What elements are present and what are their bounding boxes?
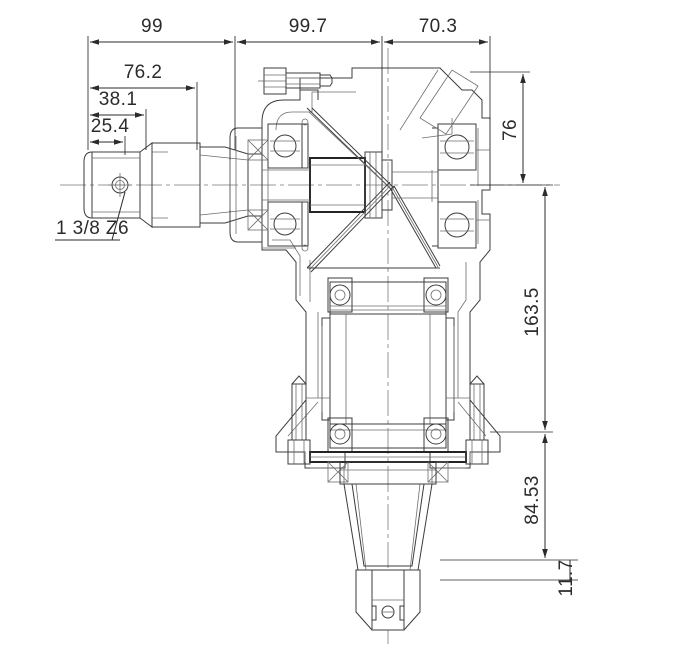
input-shaft xyxy=(83,142,263,228)
spline-callout: 1 3/8 Z6 xyxy=(55,191,129,241)
dimension-stack-left: 76.2 38.1 25.4 xyxy=(90,62,198,155)
breather-plug xyxy=(258,67,333,95)
dim-11-7-label: 11.7 xyxy=(556,559,577,596)
dim-25-4: 25.4 xyxy=(90,116,130,145)
crown-gear xyxy=(306,107,441,273)
dim-163-5: 163.5 xyxy=(522,187,548,430)
dim-38-1: 38.1 xyxy=(90,89,144,118)
dim-25-4-label: 25.4 xyxy=(91,116,130,137)
dim-84-53: 84.53 xyxy=(522,434,548,558)
dim-99-7: 99.7 xyxy=(237,16,380,45)
dim-38-1-label: 38.1 xyxy=(99,89,138,110)
housing-detail-lines xyxy=(229,149,490,484)
dim-70-3-label: 70.3 xyxy=(419,16,458,37)
output-shaft xyxy=(309,277,467,631)
dim-11-7: 11.7 xyxy=(556,559,577,596)
output-side-bearing-right xyxy=(431,123,477,249)
dim-99-label: 99 xyxy=(141,16,163,37)
dim-70-3: 70.3 xyxy=(384,16,488,45)
dim-99-7-label: 99.7 xyxy=(289,16,328,37)
spline-callout-label: 1 3/8 Z6 xyxy=(56,218,129,239)
dim-163-5-label: 163.5 xyxy=(522,287,543,337)
dimension-chain-top: 99 99.7 70.3 xyxy=(87,16,491,152)
mount-bolts xyxy=(287,375,489,465)
dim-76: 76 xyxy=(500,74,526,183)
input-bearing-left xyxy=(267,118,309,252)
dim-76-2-label: 76.2 xyxy=(124,62,163,83)
dim-76-label: 76 xyxy=(500,119,521,141)
dim-84-53-label: 84.53 xyxy=(522,475,543,525)
section-hatch-left xyxy=(247,139,269,231)
rib-hatch xyxy=(399,69,479,139)
dimension-vertical-right: 76 163.5 84.53 11.7 xyxy=(440,71,578,597)
dim-76-2: 76.2 xyxy=(90,62,195,91)
dim-99: 99 xyxy=(90,16,233,45)
